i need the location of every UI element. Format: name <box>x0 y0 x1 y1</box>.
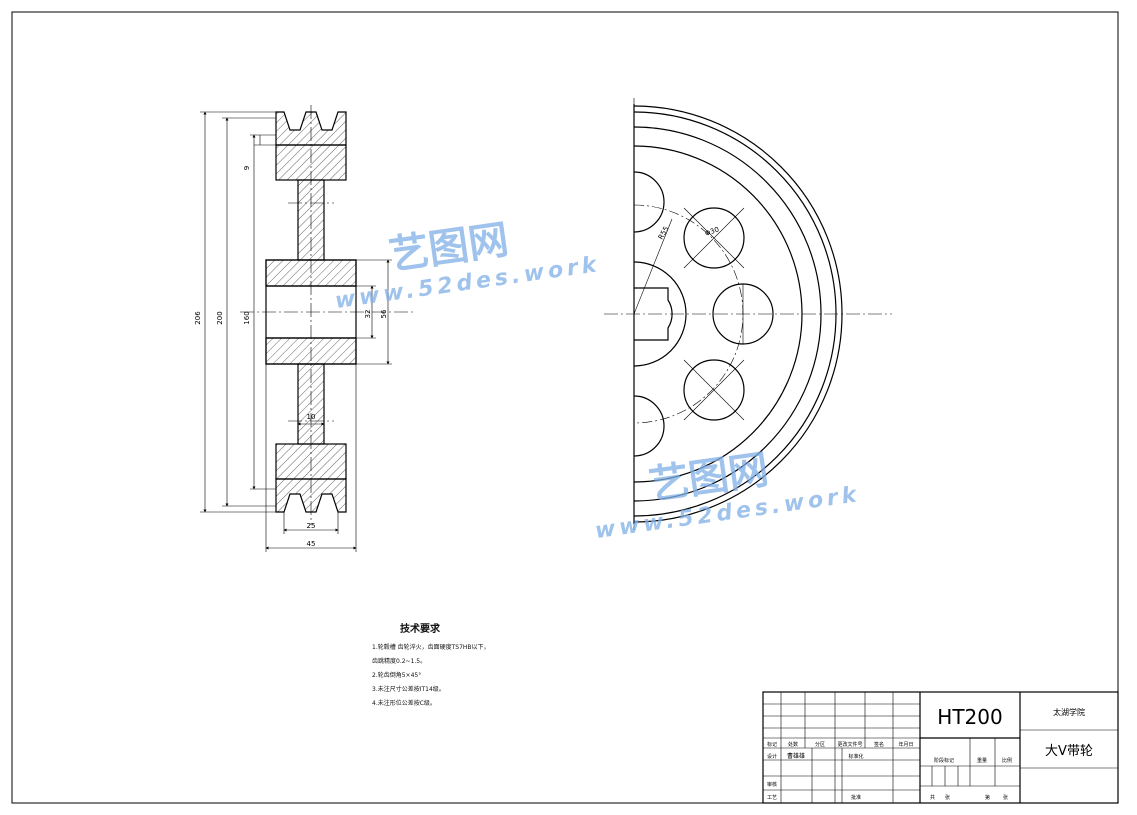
row-label-zone: 分区 <box>815 741 825 748</box>
dim-outer-dia: 206 <box>194 311 202 325</box>
tech-line: 2.轮齿倒角5×45° <box>372 672 422 679</box>
dim-rim-step: 9 <box>243 166 251 170</box>
drawing-frame <box>11 11 1119 804</box>
dim-hub-dia: 56 <box>380 309 388 318</box>
dim-pitch-dia: 200 <box>216 311 224 324</box>
section-dimension-labels: 206 200 160 9 56 32 10 25 45 <box>194 166 388 548</box>
tech-requirements: 技术要求 1.轮毂槽 齿轮淬火，齿面硬度TS7HB以下， 齿跳精度0.2~1.5… <box>372 620 592 711</box>
dim-total-width: 45 <box>307 540 316 548</box>
title-block <box>762 691 1119 804</box>
dim-groove-width: 25 <box>307 522 316 530</box>
row-label-date: 年月日 <box>898 741 913 748</box>
tech-line: 1.轮毂槽 齿轮淬火，齿面硬度TS7HB以下， <box>372 644 490 651</box>
weight-label: 重量 <box>977 757 987 764</box>
section-view <box>240 105 415 525</box>
stage-label: 阶段标记 <box>934 757 954 764</box>
standardize-label: 标准化 <box>848 753 863 760</box>
row-label-count: 处数 <box>788 741 798 748</box>
process-label: 工艺 <box>767 795 777 801</box>
part-name-label: 大V带轮 <box>1045 744 1093 759</box>
total-label: 共 <box>930 794 935 801</box>
tech-line: 4.未注形位公差按C级。 <box>372 700 436 707</box>
tech-line: 3.未注尺寸公差按IT14级。 <box>372 686 445 693</box>
page-label: 第 <box>985 794 990 801</box>
title-block-text: HT200 太湖学院 大V带轮 标记 处数 分区 更改文件号 签名 年月日 设计… <box>767 705 1093 801</box>
designer-name: 曹雄雄 <box>787 752 805 760</box>
section-dimensions <box>200 111 392 552</box>
front-view-labels: R55 Φ30 <box>657 225 720 241</box>
dim-web-thickness: 10 <box>307 413 316 421</box>
dim-rim-inner-dia: 160 <box>243 311 251 324</box>
front-view <box>604 98 892 530</box>
design-label: 设计 <box>767 753 777 760</box>
sheets-label: 张 <box>945 794 950 801</box>
material-label: HT200 <box>937 705 1002 729</box>
row-label-mark: 标记 <box>767 741 777 748</box>
tech-requirements-title: 技术要求 <box>400 624 440 635</box>
tech-line: 齿跳精度0.2~1.5。 <box>372 658 427 665</box>
row-label-change-doc: 更改文件号 <box>837 741 862 748</box>
review-label: 审核 <box>767 781 777 788</box>
school-label: 太湖学院 <box>1053 707 1085 717</box>
scale-label: 比例 <box>1002 757 1012 764</box>
sheets-label-2: 张 <box>1003 794 1008 801</box>
dim-bore-dia: 32 <box>364 310 372 319</box>
approve-label: 批准 <box>851 794 861 801</box>
row-label-sign: 签名 <box>874 741 884 748</box>
